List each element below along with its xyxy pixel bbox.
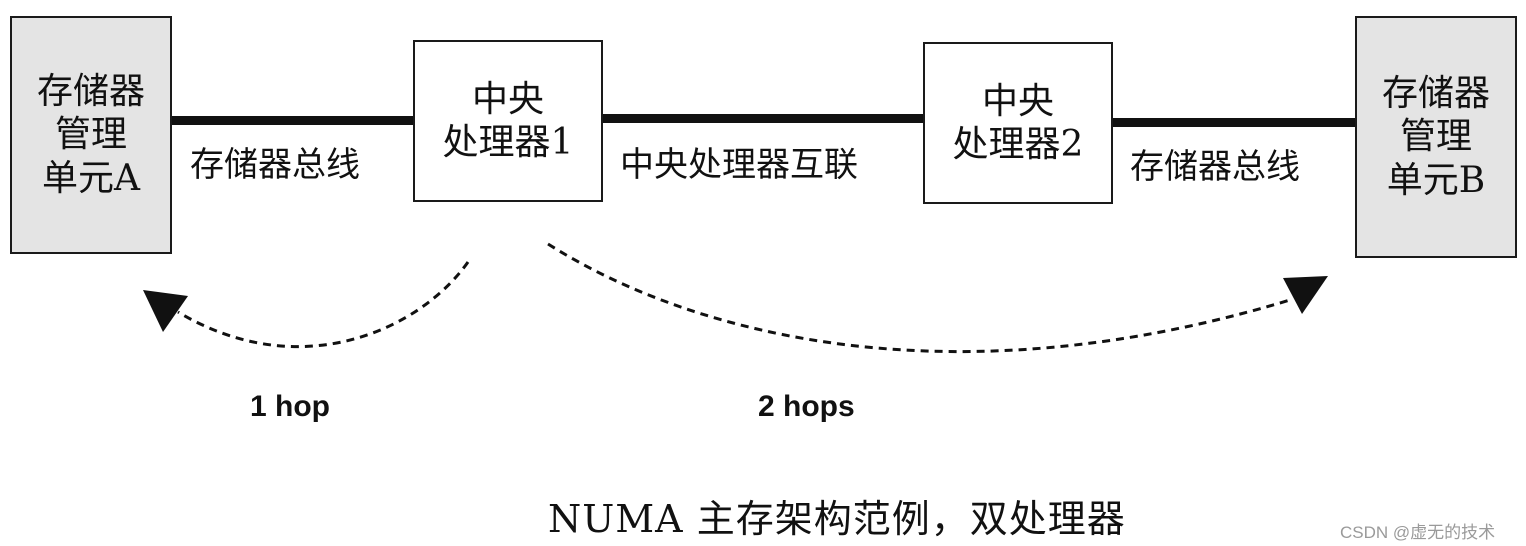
memory-bus-line-right bbox=[1112, 118, 1357, 127]
one-hop-arrow-path bbox=[177, 261, 470, 348]
memory-unit-a: 存储器 管理 单元A bbox=[10, 16, 172, 254]
cpu-2-label: 中央 处理器2 bbox=[952, 80, 1084, 165]
cpu-interconnect-label: 中央处理器互联 bbox=[620, 145, 858, 185]
memory-unit-b-label: 存储器 管理 单元B bbox=[1381, 73, 1490, 201]
cpu-2: 中央 处理器2 bbox=[923, 42, 1113, 204]
memory-bus-line-left bbox=[170, 116, 415, 125]
cpu-1: 中央 处理器1 bbox=[413, 40, 603, 202]
memory-unit-b: 存储器 管理 单元B bbox=[1355, 16, 1517, 258]
two-hop-arrow-path bbox=[547, 242, 1291, 353]
memory-bus-label-right: 存储器总线 bbox=[1130, 147, 1300, 187]
two-hops-label: 2 hops bbox=[758, 390, 855, 423]
diagram-caption: NUMA 主存架构范例，双处理器 bbox=[548, 497, 1126, 541]
cpu-interconnect-line bbox=[600, 114, 925, 123]
csdn-watermark: CSDN @虚无的技术 bbox=[1340, 523, 1496, 542]
memory-bus-label-left: 存储器总线 bbox=[190, 145, 360, 185]
one-hop-arrowhead bbox=[143, 290, 188, 332]
memory-unit-a-label: 存储器 管理 单元A bbox=[36, 71, 145, 199]
one-hop-label: 1 hop bbox=[250, 390, 330, 423]
two-hop-arrowhead bbox=[1283, 276, 1328, 314]
cpu-1-label: 中央 处理器1 bbox=[442, 78, 574, 163]
